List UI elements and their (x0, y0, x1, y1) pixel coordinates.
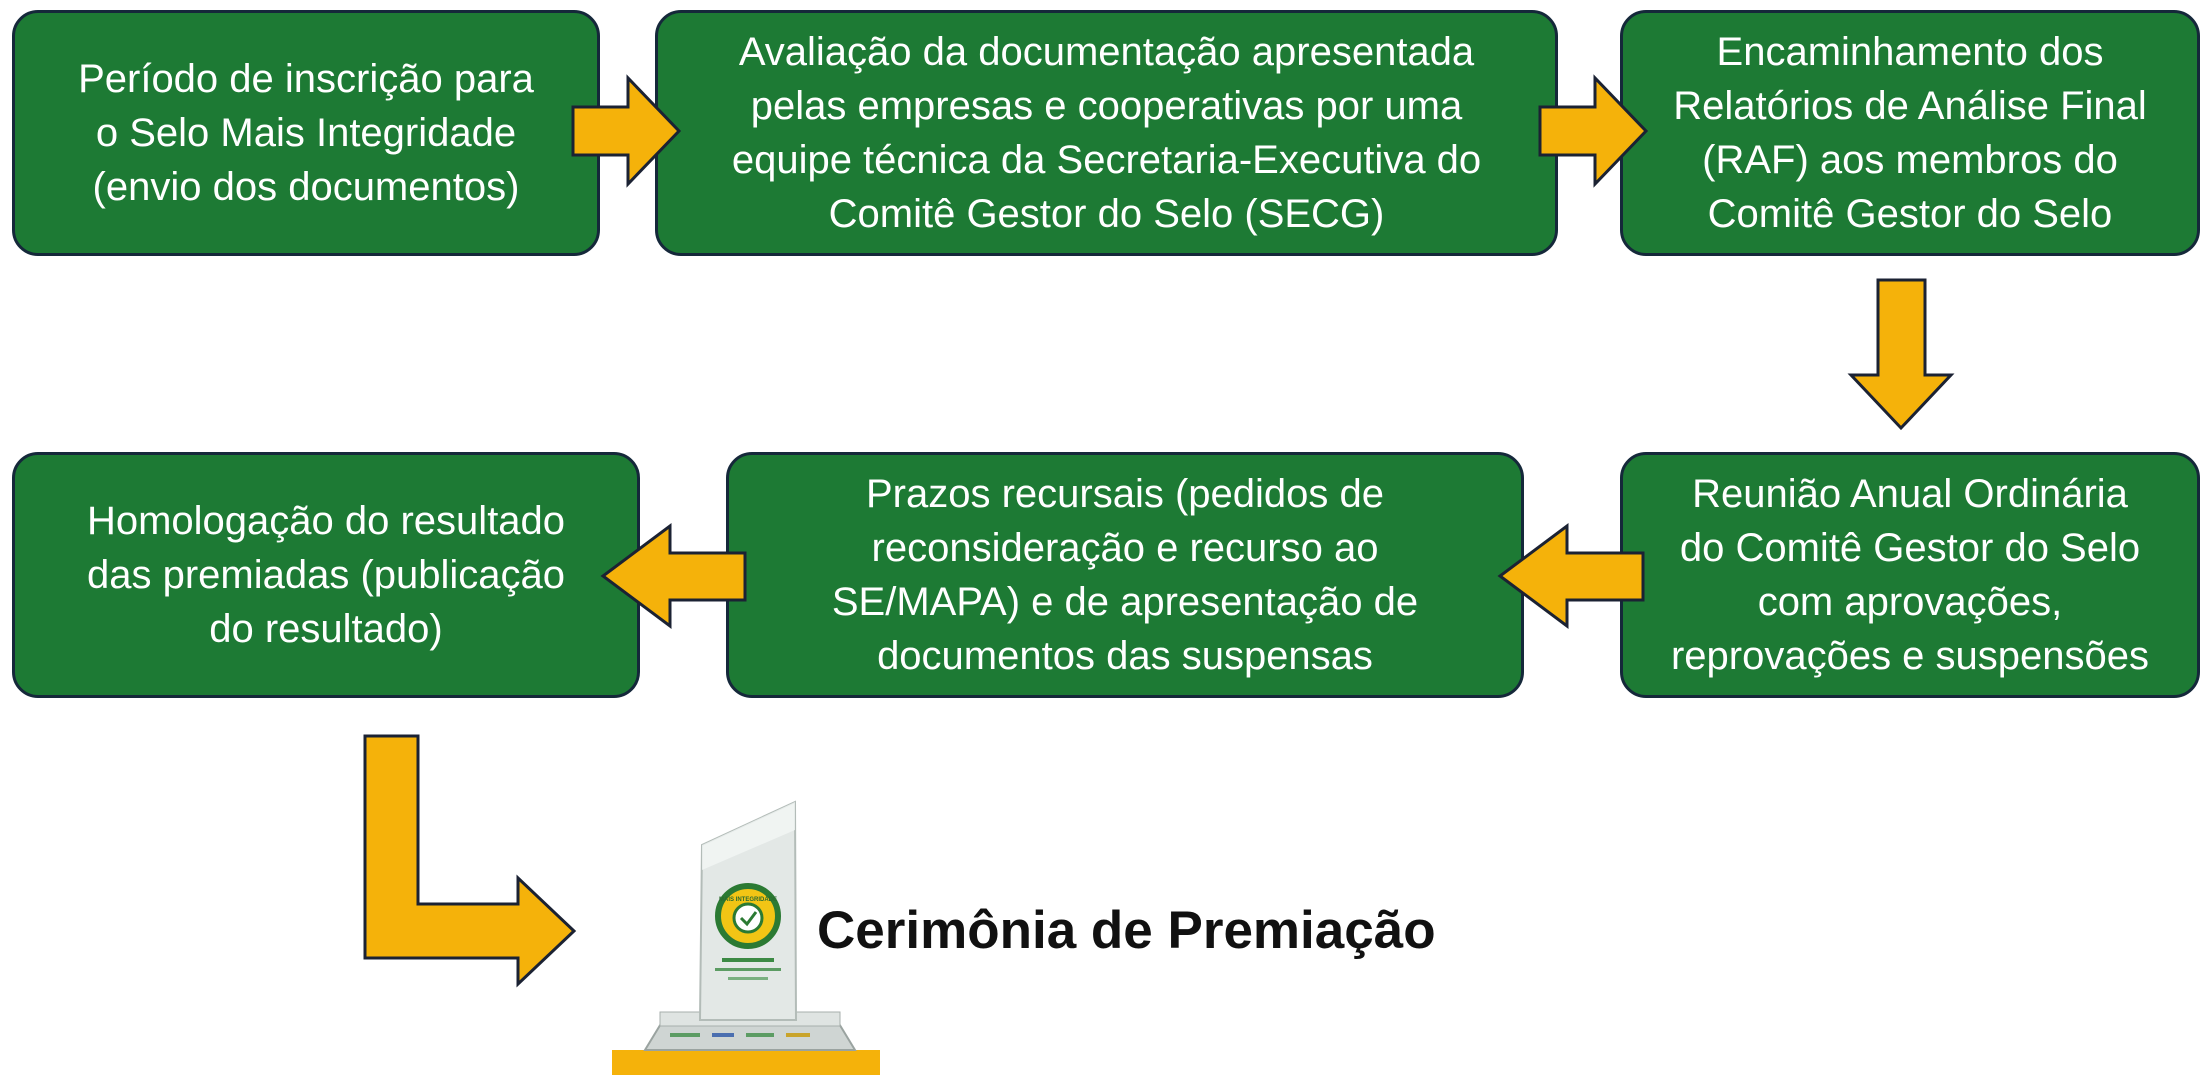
trophy-icon (612, 800, 880, 1075)
step-text: Prazos recursais (pedidos de reconsidera… (831, 472, 1419, 678)
arrow-down-icon (1847, 278, 1955, 431)
step-text: Homologação do resultado das premiadas (… (86, 499, 566, 651)
arrow-right-icon (1538, 74, 1649, 188)
step-box-annual-meeting: Reunião Anual Ordinária do Comitê Gestor… (1620, 452, 2200, 698)
step-text: Reunião Anual Ordinária do Comitê Gestor… (1670, 472, 2150, 678)
step-text: Encaminhamento dos Relatórios de Análise… (1673, 30, 2147, 236)
arrow-left-icon (1497, 523, 1645, 629)
arrow-left-icon (600, 523, 747, 629)
step-box-inscription: Período de inscrição para o Selo Mais In… (12, 10, 600, 256)
step-box-homologation: Homologação do resultado das premiadas (… (12, 452, 640, 698)
arrow-right-icon (571, 74, 682, 188)
trophy-logo-text: MAIS INTEGRIDADE (718, 897, 777, 903)
ceremony-label: Cerimônia de Premiação (817, 901, 1436, 960)
arrow-bend-right-icon (363, 734, 577, 988)
step-box-evaluation: Avaliação da documentação apresentada pe… (655, 10, 1558, 256)
step-text: Avaliação da documentação apresentada pe… (731, 30, 1482, 236)
step-text: Período de inscrição para o Selo Mais In… (78, 57, 534, 209)
